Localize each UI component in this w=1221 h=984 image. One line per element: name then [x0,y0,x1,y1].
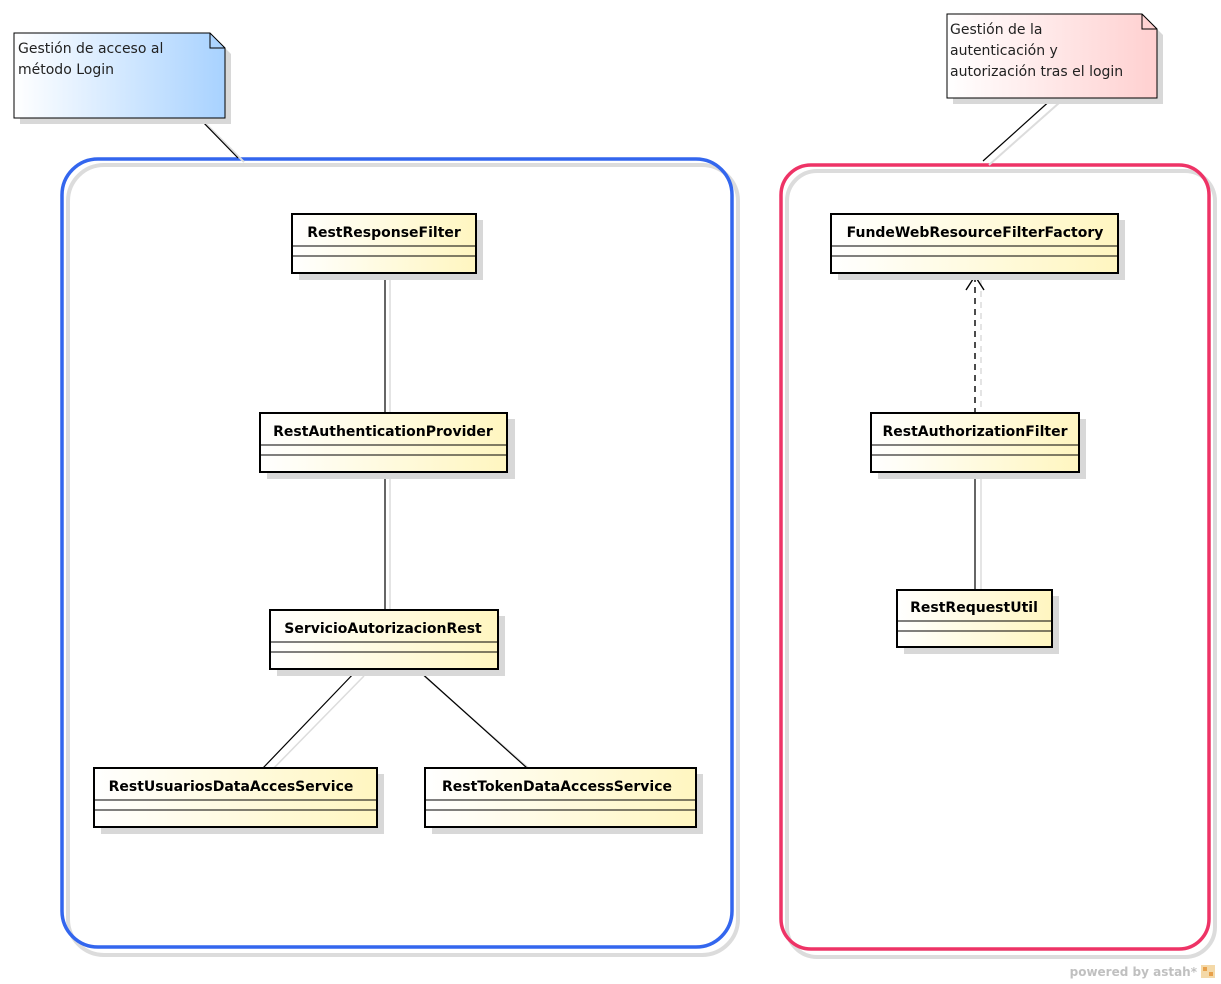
class-name: RestUsuariosDataAccesService [109,779,354,795]
note-connector-right [982,97,1060,166]
class-name: FundeWebResourceFilterFactory [847,225,1104,241]
class-rest-authentication-provider[interactable]: RestAuthenticationProvider [259,412,515,479]
dependency-authorization-filter-to-factory [965,274,985,418]
powered-by-text: powered by astah* [1070,965,1198,979]
class-rest-authorization-filter[interactable]: RestAuthorizationFilter [870,412,1086,479]
note-auth-line-1: Gestión de la [950,22,1042,38]
association-servicio-to-usuarios [262,669,365,773]
class-name: RestAuthenticationProvider [273,424,493,440]
note-login: Gestión de acceso al método Login [13,32,231,124]
note-connector-left [198,117,245,163]
association-authorization-filter-to-request-util [974,472,982,594]
astah-watermark: powered by astah* [1070,965,1215,979]
class-name: RestTokenDataAccessService [442,779,672,795]
association-response-to-auth-provider [384,273,391,418]
association-servicio-to-token [417,669,534,773]
class-servicio-autorizacion-rest[interactable]: ServicioAutorizacionRest [269,609,505,676]
class-rest-request-util[interactable]: RestRequestUtil [896,589,1059,654]
note-auth: Gestión de la autenticación y autorizaci… [946,13,1163,104]
class-name: RestRequestUtil [910,600,1038,616]
class-name: RestAuthorizationFilter [882,424,1067,440]
class-rest-token-data-access-service[interactable]: RestTokenDataAccessService [424,767,703,834]
package-right [779,163,1217,959]
class-rest-usuarios-data-acces-service[interactable]: RestUsuariosDataAccesService [93,767,384,834]
note-auth-line-2: autenticación y [950,43,1058,59]
astah-logo-icon [1201,965,1215,978]
note-login-line-2: método Login [18,62,114,78]
association-auth-provider-to-servicio [384,472,391,616]
note-login-line-1: Gestión de acceso al [18,41,163,57]
class-rest-response-filter[interactable]: RestResponseFilter [291,213,483,280]
class-name: RestResponseFilter [307,225,461,241]
class-name: ServicioAutorizacionRest [284,621,482,637]
class-funde-web-resource-filter-factory[interactable]: FundeWebResourceFilterFactory [830,213,1125,280]
note-auth-line-3: autorización tras el login [950,64,1123,80]
package-left [60,157,740,957]
